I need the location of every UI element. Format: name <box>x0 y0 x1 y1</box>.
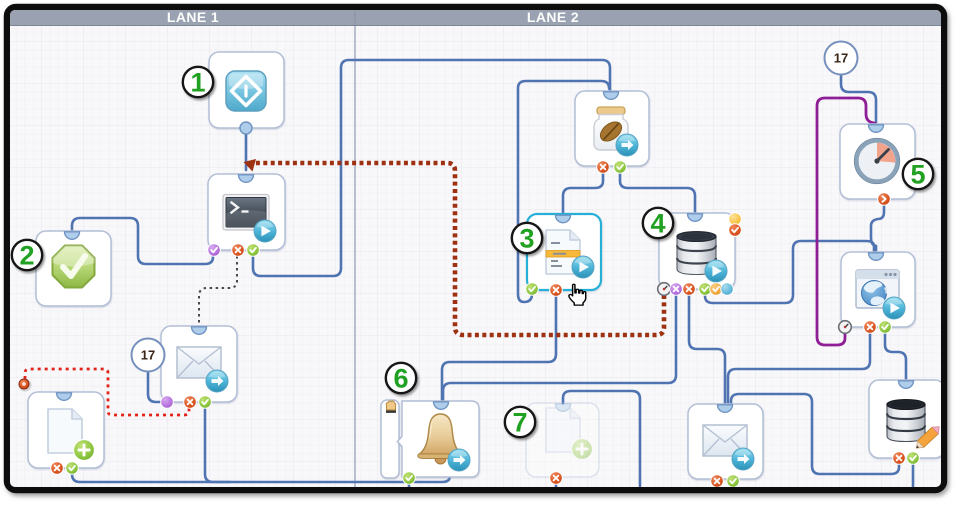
svg-text:17: 17 <box>834 51 848 66</box>
svg-text:4: 4 <box>650 209 665 239</box>
svg-text:LANE 2: LANE 2 <box>527 9 579 25</box>
svg-text:17: 17 <box>141 348 155 363</box>
svg-text:6: 6 <box>393 364 408 394</box>
svg-text:5: 5 <box>910 160 925 190</box>
svg-text:3: 3 <box>519 224 534 254</box>
svg-text:2: 2 <box>19 241 34 271</box>
svg-text:LANE 1: LANE 1 <box>167 9 219 25</box>
svg-text:1: 1 <box>190 68 205 98</box>
svg-text:7: 7 <box>512 408 527 438</box>
